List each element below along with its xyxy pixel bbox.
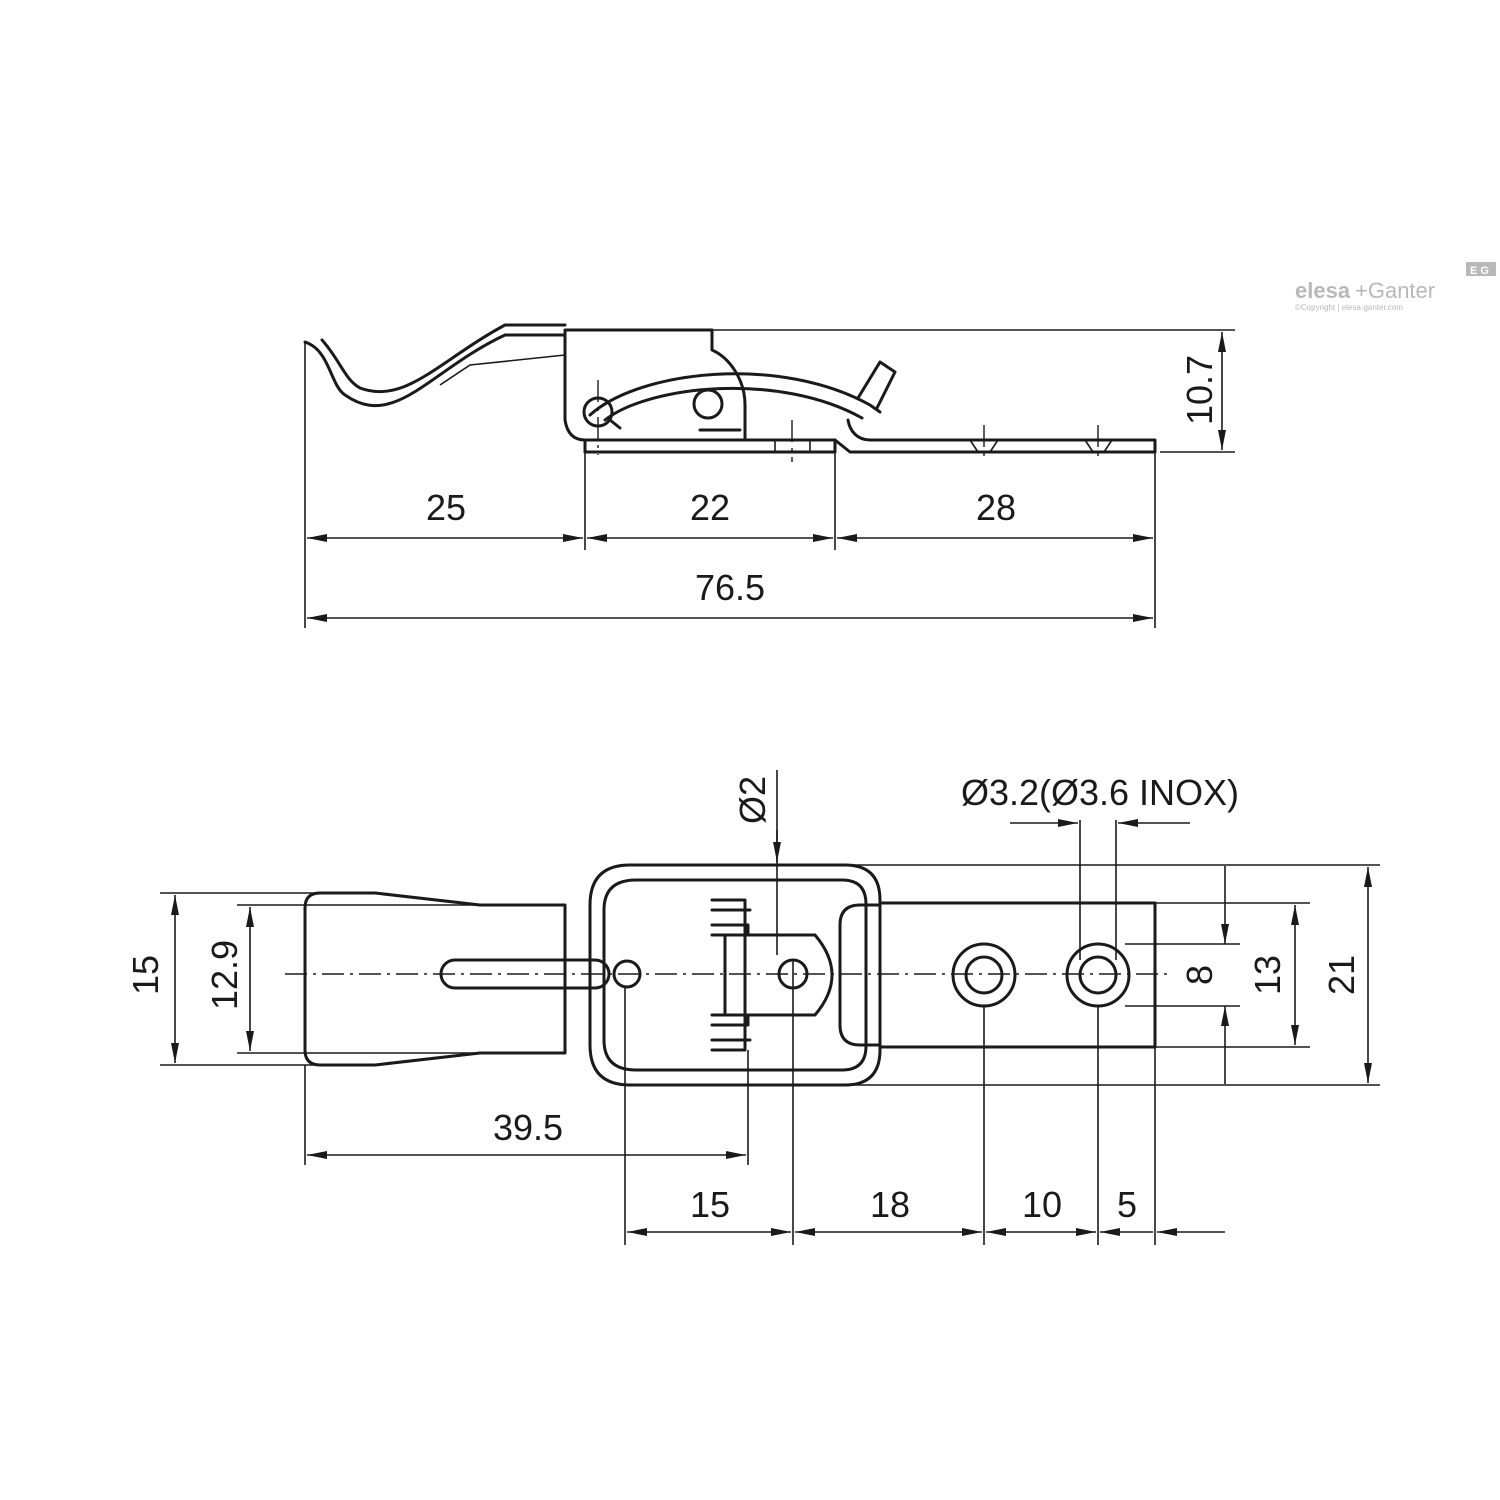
side-tab xyxy=(856,360,897,410)
dim-text-76-5: 76.5 xyxy=(695,567,765,608)
dim-text-hole-diameter: Ø3.2(Ø3.6 INOX) xyxy=(961,772,1239,813)
side-housing xyxy=(563,328,747,442)
dim-text-pin-diameter: Ø2 xyxy=(732,776,773,824)
top-handle xyxy=(303,891,567,1067)
dim-text-22: 22 xyxy=(690,487,730,528)
dim-text-10: 10 xyxy=(1022,1184,1062,1225)
logo-copyright: ©Copyright | elesa-ganter.com xyxy=(1295,303,1403,312)
top-mount-hole-1-inner xyxy=(964,955,1004,995)
top-view: 15 12.9 8 13 21 39.5 15 18 10 5 Ø3.2(Ø3.… xyxy=(125,770,1380,1245)
dim-text-21: 21 xyxy=(1321,955,1362,995)
logo-brand-name: +Ganter xyxy=(1355,278,1435,303)
side-view: 25 22 28 76.5 10.7 xyxy=(303,323,1235,628)
dim-text-13: 13 xyxy=(1247,955,1288,995)
top-stirrup-inner xyxy=(602,878,868,1072)
logo-badge-text: E G xyxy=(1470,265,1489,277)
dim-text-18: 18 xyxy=(870,1184,910,1225)
dim-text-10-7: 10.7 xyxy=(1179,355,1220,425)
dim-text-28: 28 xyxy=(976,487,1016,528)
logo-brand-bold: elesa xyxy=(1295,278,1351,303)
dim-text-39-5: 39.5 xyxy=(493,1107,563,1148)
top-mount-hole-2-outer xyxy=(1065,942,1131,1008)
side-hook-lever xyxy=(303,333,567,408)
top-mount-hole-1-outer xyxy=(951,942,1017,1008)
top-mount-hole-2-inner xyxy=(1078,955,1118,995)
dim-text-15-v: 15 xyxy=(125,955,166,995)
dim-text-15-h: 15 xyxy=(690,1184,730,1225)
side-spring xyxy=(588,372,882,417)
side-rivet xyxy=(692,388,724,420)
top-base-plate xyxy=(878,901,1157,1049)
logo-badge xyxy=(1466,262,1496,276)
dim-text-25: 25 xyxy=(426,487,466,528)
brand-logo: elesa +Ganter E G ©Copyright | elesa-gan… xyxy=(1295,262,1496,312)
dim-text-8: 8 xyxy=(1179,965,1220,985)
dim-text-12-9: 12.9 xyxy=(204,940,245,1010)
top-stirrup-outer xyxy=(588,863,882,1087)
dim-text-5: 5 xyxy=(1117,1184,1137,1225)
side-base-plate xyxy=(583,438,837,454)
top-hinge-tab xyxy=(723,933,834,1017)
